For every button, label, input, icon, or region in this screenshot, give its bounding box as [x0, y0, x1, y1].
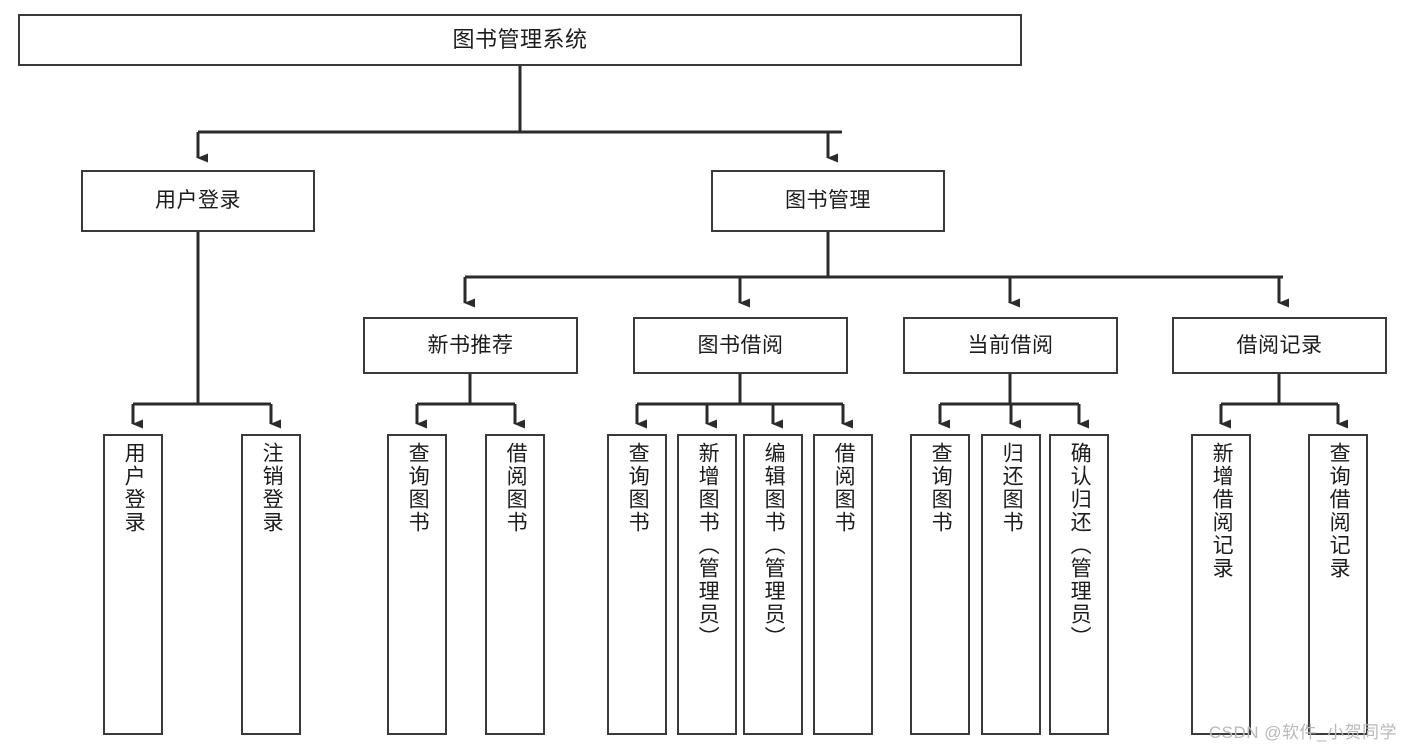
leaf-query-book-borrow[interactable]: 查询图书	[607, 434, 667, 735]
leaf-borrow-book[interactable]: 借阅图书	[813, 434, 873, 735]
leaf-add-borrow-record-label: 新增借阅记录	[1210, 442, 1234, 580]
leaf-query-borrow-record[interactable]: 查询借阅记录	[1308, 434, 1368, 735]
node-current-borrow[interactable]: 当前借阅	[903, 317, 1118, 374]
leaf-query-borrow-record-label: 查询借阅记录	[1327, 442, 1351, 580]
leaf-query-book-current[interactable]: 查询图书	[910, 434, 970, 735]
leaf-borrow-book-recommend-label: 借阅图书	[504, 442, 528, 534]
node-new-book-recommend[interactable]: 新书推荐	[363, 317, 578, 374]
leaf-edit-book-admin[interactable]: 编辑图书（管理员）	[743, 434, 803, 735]
node-user-login[interactable]: 用户登录	[81, 170, 315, 232]
leaf-confirm-return-admin[interactable]: 确认归还（管理员）	[1049, 434, 1109, 735]
leaf-add-book-admin[interactable]: 新增图书（管理员）	[677, 434, 737, 735]
leaf-add-book-admin-label: 新增图书（管理员）	[696, 442, 720, 649]
node-book-borrow-label: 图书借阅	[697, 333, 784, 357]
leaf-query-book-current-label: 查询图书	[929, 442, 953, 534]
leaf-return-book[interactable]: 归还图书	[981, 434, 1041, 735]
node-current-borrow-label: 当前借阅	[967, 333, 1054, 357]
leaf-borrow-book-label: 借阅图书	[832, 442, 856, 534]
leaf-logout-label: 注销登录	[260, 442, 284, 534]
leaf-user-login[interactable]: 用户登录	[103, 434, 163, 735]
node-root-label: 图书管理系统	[452, 26, 588, 52]
leaf-query-book-recommend-label: 查询图书	[406, 442, 430, 534]
node-borrow-record-label: 借阅记录	[1236, 333, 1323, 357]
node-book-management-label: 图书管理	[785, 189, 871, 213]
leaf-query-book-recommend[interactable]: 查询图书	[387, 434, 447, 735]
node-new-book-recommend-label: 新书推荐	[427, 333, 514, 357]
watermark: CSDN @软件_小贺同学	[1208, 723, 1397, 742]
node-book-management[interactable]: 图书管理	[711, 170, 945, 232]
leaf-query-book-borrow-label: 查询图书	[626, 442, 650, 534]
leaf-confirm-return-admin-label: 确认归还（管理员）	[1068, 442, 1092, 649]
node-book-borrow[interactable]: 图书借阅	[633, 317, 848, 374]
leaf-return-book-label: 归还图书	[1000, 442, 1024, 534]
node-root[interactable]: 图书管理系统	[18, 14, 1022, 66]
leaf-borrow-book-recommend[interactable]: 借阅图书	[485, 434, 545, 735]
leaf-user-login-label: 用户登录	[122, 442, 146, 534]
leaf-add-borrow-record[interactable]: 新增借阅记录	[1191, 434, 1251, 735]
node-user-login-label: 用户登录	[155, 189, 241, 213]
leaf-logout[interactable]: 注销登录	[241, 434, 301, 735]
node-borrow-record[interactable]: 借阅记录	[1172, 317, 1387, 374]
leaf-edit-book-admin-label: 编辑图书（管理员）	[762, 442, 786, 649]
